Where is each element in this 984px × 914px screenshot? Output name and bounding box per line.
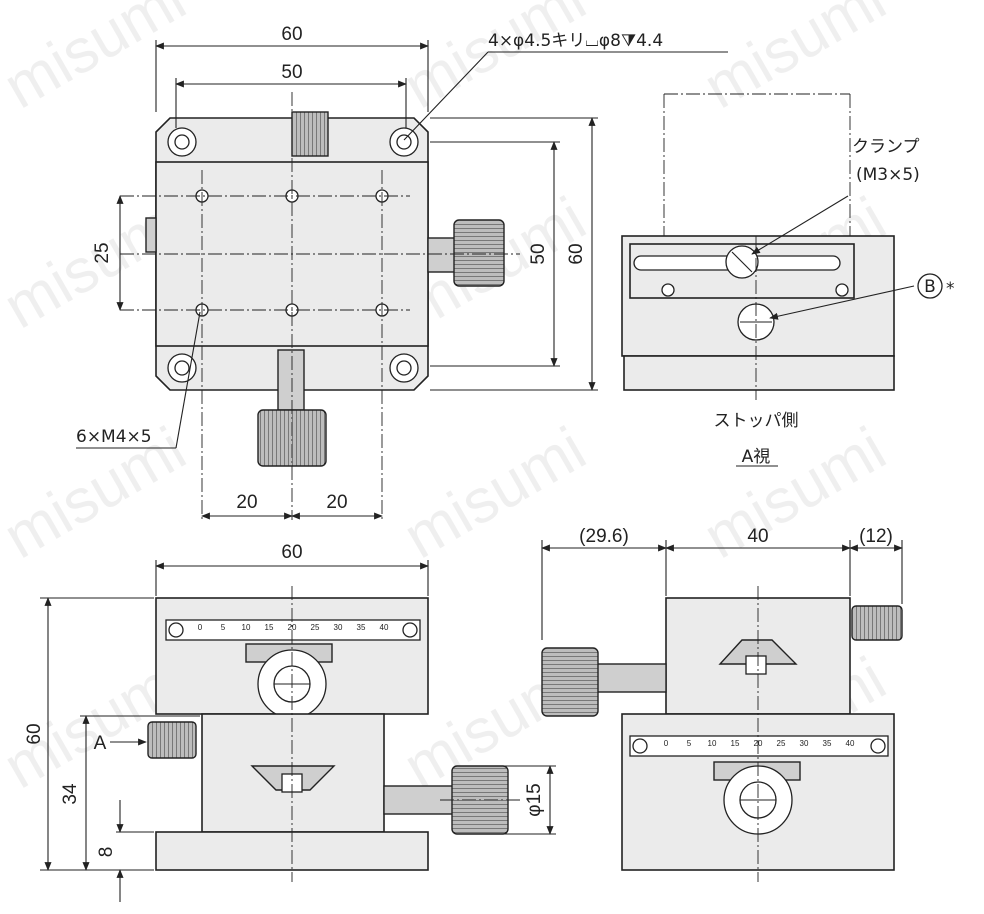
b-marker bbox=[917, 273, 943, 299]
callout-taps: 6×M4×5 bbox=[76, 427, 152, 447]
scale-tick-label: 30 bbox=[800, 739, 809, 748]
dim-60-vertical: 60 bbox=[566, 243, 587, 264]
scale-tick-label: 25 bbox=[311, 623, 320, 632]
callout-clamp: クランプ bbox=[852, 137, 920, 157]
scale-tick-label: 0 bbox=[664, 739, 669, 748]
knob-shaft-bottom bbox=[277, 349, 305, 411]
scale-tick-label: 35 bbox=[357, 623, 366, 632]
stopper-screw bbox=[661, 283, 675, 297]
scale-tick-label: 20 bbox=[288, 623, 297, 632]
scale-tick-label: 15 bbox=[265, 623, 274, 632]
dim-50-vertical: 50 bbox=[528, 243, 549, 264]
watermark-text: misumi bbox=[693, 0, 898, 122]
dim-front-height: 60 bbox=[24, 723, 45, 744]
scale-tick-label: 25 bbox=[777, 739, 786, 748]
scale-tick-label: 30 bbox=[334, 623, 343, 632]
side-view: 0 5 10 15 20 25 30 35 40 (29.6) 40 (12) bbox=[541, 526, 903, 882]
dim-side-29-6: (29.6) bbox=[579, 526, 629, 547]
side-left-knob bbox=[541, 647, 599, 717]
knob-top bbox=[291, 111, 329, 157]
dim-25: 25 bbox=[92, 242, 113, 263]
dim-side-12: (12) bbox=[859, 526, 893, 547]
knob-shaft-right bbox=[427, 237, 457, 273]
dim-60-top: 60 bbox=[281, 24, 302, 45]
front-left-knob bbox=[147, 721, 197, 759]
callout-mount-holes: 4×φ4.5キリ⌴φ8⧩4.4 bbox=[488, 31, 663, 51]
mount-hole-inner bbox=[396, 134, 412, 150]
dim-20-left: 20 bbox=[236, 492, 257, 513]
mount-hole-inner bbox=[396, 360, 412, 376]
dim-front-34: 34 bbox=[60, 783, 81, 805]
scale-tick-label: 40 bbox=[846, 739, 855, 748]
scale-tick-label: 5 bbox=[221, 623, 226, 632]
a-view: クランプ (M3×5) B * ストッパ側 A視 bbox=[621, 93, 955, 467]
dim-50-top: 50 bbox=[281, 62, 302, 83]
view-arrow-a: A bbox=[94, 733, 107, 754]
scale-tick-label: 15 bbox=[731, 739, 740, 748]
scale-strip bbox=[165, 619, 421, 641]
clamp-left bbox=[145, 217, 157, 253]
b-suffix: * bbox=[946, 279, 955, 299]
caption-stopper-side: ストッパ側 bbox=[714, 411, 799, 431]
dim-knob-diameter: φ15 bbox=[524, 783, 545, 816]
a-view-base bbox=[623, 355, 895, 391]
scale-tick-label: 10 bbox=[708, 739, 717, 748]
dim-front-60: 60 bbox=[281, 542, 302, 563]
watermark-text: misumi bbox=[393, 0, 598, 122]
callout-clamp-size: (M3×5) bbox=[856, 165, 920, 185]
top-view: 60 50 25 50 60 20 20 4×φ4.5キリ⌴φ8⧩4.4 6×M… bbox=[76, 24, 728, 520]
mount-hole-inner bbox=[174, 360, 190, 376]
caption-a-view: A視 bbox=[742, 447, 771, 467]
scale-tick-label: 40 bbox=[380, 623, 389, 632]
stopper-screw bbox=[835, 283, 849, 297]
b-label: B bbox=[924, 277, 936, 297]
dim-20-right: 20 bbox=[326, 492, 347, 513]
watermark-text: misumi bbox=[0, 0, 197, 122]
side-right-knob bbox=[851, 605, 903, 641]
knob-right bbox=[453, 219, 505, 287]
side-left-shaft bbox=[595, 663, 667, 693]
side-scale-strip bbox=[629, 735, 889, 757]
scale-tick-label: 35 bbox=[823, 739, 832, 748]
scale-tick-label: 10 bbox=[242, 623, 251, 632]
dim-side-40: 40 bbox=[747, 526, 768, 547]
scale-labels: 0 5 10 15 20 25 30 35 40 bbox=[198, 623, 389, 632]
dim-front-8: 8 bbox=[96, 847, 117, 858]
front-view: 0 5 10 15 20 25 30 35 40 60 60 bbox=[24, 542, 556, 902]
scale-tick-label: 5 bbox=[687, 739, 692, 748]
mount-hole-inner bbox=[174, 134, 190, 150]
scale-tick-label: 0 bbox=[198, 623, 203, 632]
